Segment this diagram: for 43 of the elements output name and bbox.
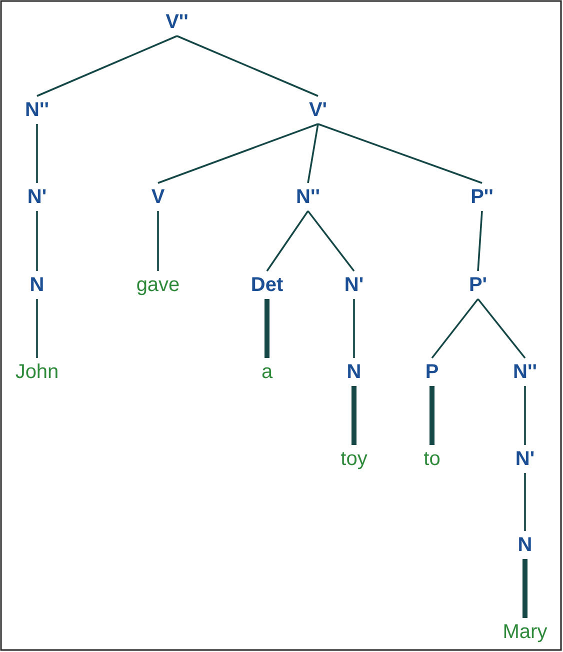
category-label: N'' [24,99,50,121]
word-label: gave [135,274,181,296]
tree-branch-line [36,124,38,183]
tree-branch-line [522,559,528,618]
tree-branch-line [307,124,319,184]
tree-branch-line [36,211,38,271]
category-label: V'' [164,11,190,33]
word-label: Mary [502,621,548,643]
tree-branch-line [430,386,434,445]
category-label: V [150,186,166,208]
tree-branch-line [352,386,356,445]
category-label: P'' [470,186,494,208]
category-label: N'' [512,361,538,383]
tree-branch-line [524,473,526,531]
category-label: N [516,534,534,556]
category-label: N' [343,274,365,296]
word-label: to [422,448,442,470]
tree-branch-line [353,299,355,358]
tree-branch-line [264,299,270,358]
word-label: John [14,361,60,383]
category-label: P' [468,274,488,296]
category-label: N [28,274,46,296]
tree-branch-line [176,35,318,97]
tree-branch-line [266,210,309,272]
tree-branch-line [477,298,526,359]
tree-branch-line [318,123,482,184]
tree-branch-line [158,123,318,184]
category-label: N' [26,186,48,208]
tree-branch-line [36,299,38,358]
tree-branch-line [307,210,355,272]
category-label: P [424,361,440,383]
tree-branch-line [431,298,479,359]
category-label: N [346,361,362,383]
word-label: a [260,361,274,383]
word-label: toy [340,448,368,470]
category-label: Det [250,274,284,296]
category-label: V' [308,99,328,121]
tree-branch-line [36,35,178,97]
category-label: N' [514,448,536,470]
tree-branch-line [157,211,159,271]
tree-branch-line [524,386,526,445]
category-label: N'' [295,186,321,208]
tree-branch-line [477,210,483,272]
